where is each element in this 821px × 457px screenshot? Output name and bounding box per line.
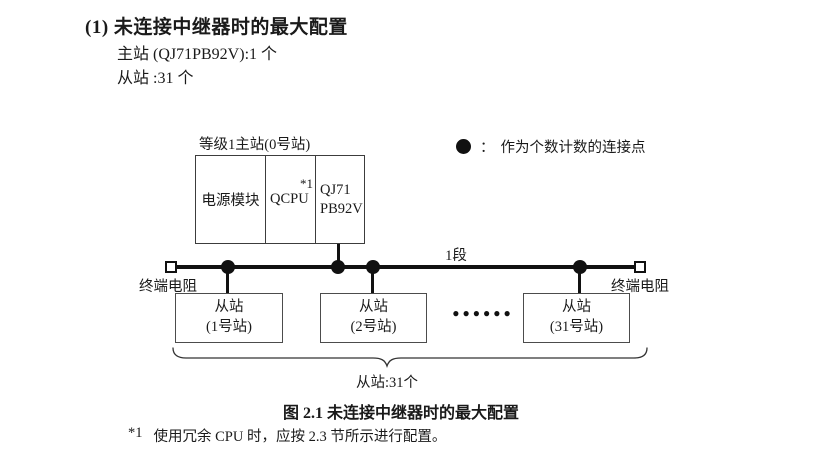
slave2-drop-line — [371, 267, 374, 294]
connection-dot-icon — [331, 260, 345, 274]
slave-name: 从站 — [562, 299, 591, 316]
master-spec-text: 主站 (QJ71PB92V):1 个 — [117, 46, 278, 63]
master-drop-line — [337, 244, 340, 267]
legend-colon: ： — [480, 140, 495, 156]
cpu-label: QCPU — [270, 191, 309, 207]
power-module-cell: 电源模块 — [196, 156, 266, 243]
terminator-square-left-icon — [165, 261, 177, 273]
slave-count-brace — [172, 347, 648, 369]
slave-name: 从站 — [214, 299, 244, 316]
slave-station-number: (31号站) — [549, 319, 604, 335]
slave-name: 从站 — [359, 299, 388, 316]
cpu-footnote-ref: *1 — [300, 176, 313, 191]
footnote-text: 使用冗余 CPU 时，应按 2.3 节所示进行配置。 — [153, 429, 447, 445]
bus-line — [177, 265, 634, 269]
ellipsis-dots-icon: ●●●●●● — [452, 306, 514, 320]
master-station-box: 电源模块 *1 QCPU QJ71 PB92V — [195, 155, 365, 244]
master-station-label: 等级1主站(0号站) — [199, 137, 311, 153]
figure-caption: 图 2.1 未连接中继器时的最大配置 — [283, 405, 520, 422]
terminator-label-right: 终端电阻 — [611, 279, 669, 295]
terminator-square-right-icon — [634, 261, 646, 273]
cpu-cell: *1 QCPU — [266, 156, 316, 243]
slave-station-box-31: 从站 (31号站) — [523, 293, 630, 343]
slave-spec-text: 从站 :31 个 — [117, 70, 194, 87]
legend-label: 作为个数计数的连接点 — [500, 140, 646, 156]
network-module-line1: QJ71 — [320, 181, 351, 198]
footnote-ref: *1 — [128, 425, 143, 441]
slave-station-box-2: 从站 (2号站) — [320, 293, 427, 343]
slave31-drop-line — [578, 267, 581, 294]
slave-station-number: (1号站) — [206, 319, 252, 335]
slave1-drop-line — [226, 267, 229, 294]
footnote: *1 使用冗余 CPU 时，应按 2.3 节所示进行配置。 — [128, 425, 446, 446]
slave-station-box-1: 从站 (1号站) — [175, 293, 283, 343]
network-module-cell: QJ71 PB92V — [316, 156, 364, 243]
legend: ： 作为个数计数的连接点 — [456, 136, 646, 157]
section-title: (1) 未连接中继器时的最大配置 — [85, 17, 348, 38]
network-module-line2: PB92V — [320, 200, 363, 217]
slave-count-label: 从站:31个 — [355, 375, 419, 391]
segment-label: 1段 — [445, 248, 467, 264]
legend-connection-dot-icon — [456, 139, 471, 154]
terminator-label-left: 终端电阻 — [139, 279, 197, 295]
slave-station-number: (2号站) — [350, 319, 397, 335]
